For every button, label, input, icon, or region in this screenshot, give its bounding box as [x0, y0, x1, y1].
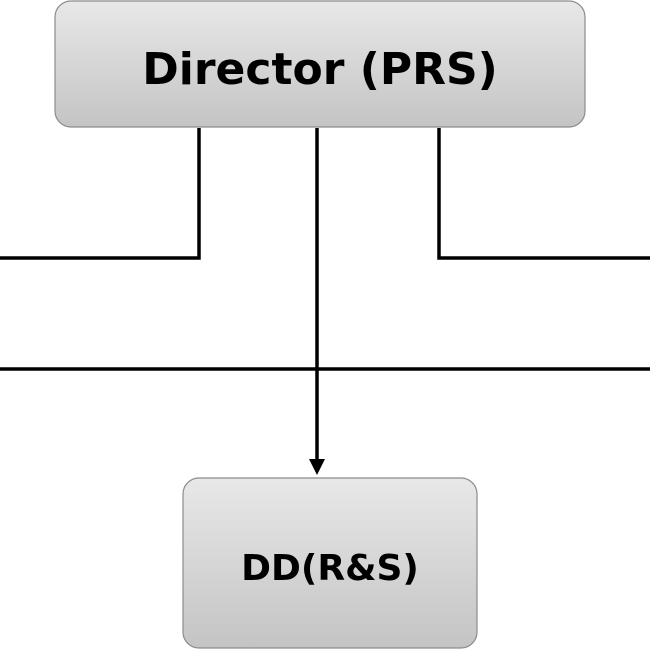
connector-right-branch [437, 128, 650, 260]
node-deputy-director-label: DD(R&S) [241, 548, 419, 589]
node-deputy-director[interactable]: DD(R&S) [182, 477, 478, 649]
node-director-label: Director (PRS) [142, 44, 498, 95]
connector-left-branch [0, 128, 201, 260]
node-deputy-director-box [182, 477, 478, 649]
node-director[interactable]: Director (PRS) [54, 0, 586, 128]
connectors [0, 128, 650, 475]
arrow-head-icon [309, 459, 325, 475]
node-director-box [54, 0, 586, 128]
